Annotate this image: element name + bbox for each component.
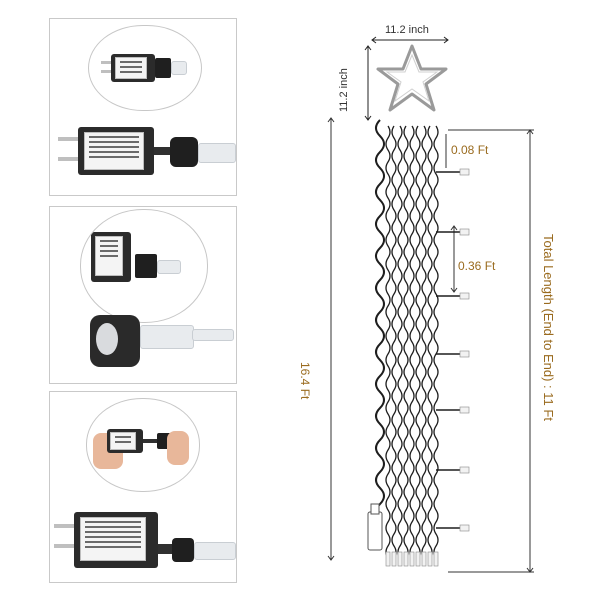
light-strand [415,125,421,559]
bulb [409,551,415,567]
light-strand [427,125,433,559]
side-bulb [459,292,470,300]
width-label: 11.2 inch [385,24,429,36]
side-bulb [459,466,470,474]
light-strand [397,125,403,559]
adapter-photo-panel-3 [49,391,237,583]
side-bulb [459,406,470,414]
plug-connector [170,137,198,167]
spacing-mid-bracket [450,225,458,293]
light-strand [391,125,397,559]
adapter-photo-panel-2 [49,206,237,384]
bulb [415,551,421,567]
light-strand [403,125,409,559]
total-height-label: 16.4 Ft [298,362,312,400]
total-length-line [448,129,534,573]
bulb [385,551,391,567]
power-adapter [91,232,131,282]
bulb [397,551,403,567]
light-strand [421,125,427,559]
width-dimension [371,36,449,44]
light-strand [409,125,415,559]
bulb [391,551,397,567]
power-adapter [107,429,143,453]
side-bulb [459,228,470,236]
side-bulb [459,350,470,358]
spacing-mid-label: 0.36 Ft [458,259,496,273]
plug-connector [155,58,171,78]
adapter-photo-panel-1 [49,18,237,196]
clear-cable [140,325,194,349]
star-topper [376,44,448,112]
side-bulb [459,524,470,532]
light-strand [433,125,439,559]
spacing-top-label: 0.08 Ft [451,143,489,157]
bulb [421,551,427,567]
height-label: 11.2 inch [338,68,350,112]
bulb [403,551,409,567]
height-dimension [364,45,372,121]
connector-face [96,323,118,355]
power-adapter-large [78,127,154,175]
zoom-circle [80,209,208,323]
plug-connector [135,254,157,278]
power-adapter-large [74,512,158,568]
bulb [427,551,433,567]
light-strand [385,125,391,559]
lead-wire [375,119,385,521]
plug-connector [172,538,194,562]
zoom-circle [88,25,202,111]
total-length-label: Total Length (End to End) : 11 Ft [541,234,556,421]
bulb [433,551,439,567]
end-plug [367,511,383,551]
power-adapter [111,54,155,82]
total-height-line [327,117,335,561]
hand-right [167,431,189,465]
side-bulb [459,168,470,176]
light-strands [385,125,470,567]
zoom-circle [86,398,200,492]
